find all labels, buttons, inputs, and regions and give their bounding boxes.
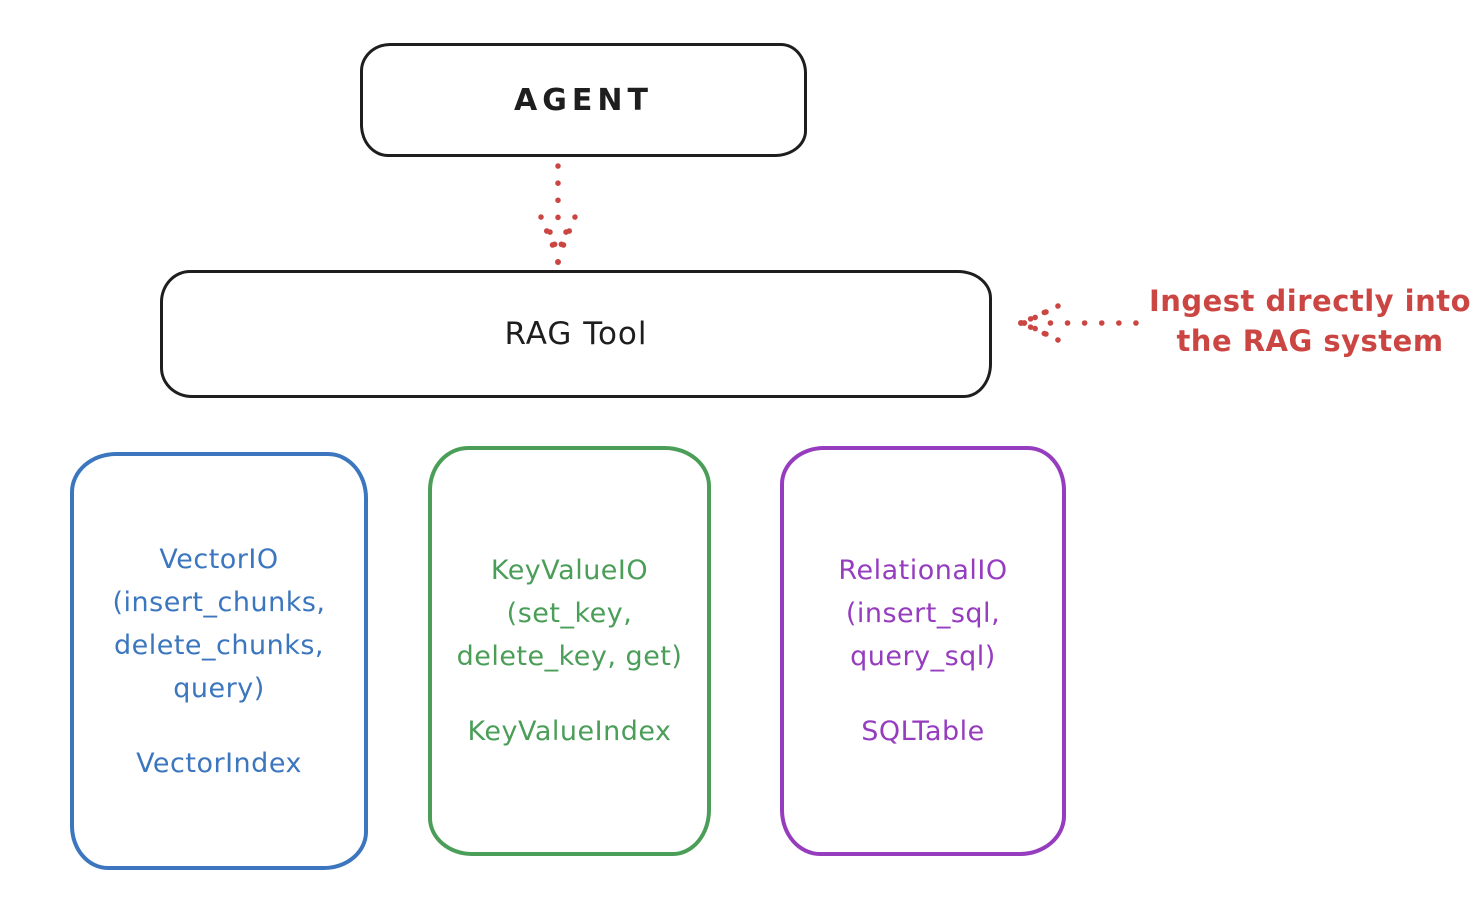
- io-line: delete_key, get): [456, 641, 683, 672]
- io-line: (set_key,: [506, 598, 633, 629]
- relational-io-box: RelationalIO (insert_sql, query_sql) SQL…: [780, 446, 1066, 856]
- annotation-line: the RAG system: [1176, 324, 1444, 358]
- io-line: (insert_chunks,: [112, 586, 326, 618]
- vector-io-box: VectorIO (insert_chunks, delete_chunks, …: [70, 452, 368, 870]
- io-line: (insert_sql,: [845, 598, 1001, 629]
- relational-io-signature: RelationalIO (insert_sql, query_sql): [838, 549, 1007, 678]
- annotation-dotted-arrow-icon: [1018, 303, 1139, 343]
- rag-tool-label: RAG Tool: [504, 316, 648, 352]
- agent-box: AGENT: [360, 43, 807, 157]
- annotation-line: Ingest directly into: [1148, 284, 1472, 318]
- io-line: VectorIO: [159, 543, 279, 575]
- rag-tool-box: RAG Tool: [160, 270, 992, 398]
- agent-label: AGENT: [514, 82, 653, 118]
- keyvalue-io-box: KeyValueIO (set_key, delete_key, get) Ke…: [428, 446, 711, 856]
- agent-to-rag-dotted-arrow-icon: [538, 163, 578, 265]
- keyvalue-index-label: KeyValueIndex: [467, 716, 672, 747]
- sql-table-label: SQLTable: [861, 716, 985, 747]
- io-line: query_sql): [850, 641, 996, 672]
- annotation-text: Ingest directly into the RAG system: [1143, 281, 1477, 361]
- io-line: RelationalIO: [838, 555, 1008, 586]
- io-line: query): [173, 672, 265, 704]
- keyvalue-io-signature: KeyValueIO (set_key, delete_key, get): [457, 549, 683, 678]
- io-line: delete_chunks,: [113, 629, 324, 661]
- io-line: KeyValueIO: [490, 555, 649, 586]
- vector-index-label: VectorIndex: [136, 747, 302, 779]
- vector-io-signature: VectorIO (insert_chunks, delete_chunks, …: [113, 538, 326, 710]
